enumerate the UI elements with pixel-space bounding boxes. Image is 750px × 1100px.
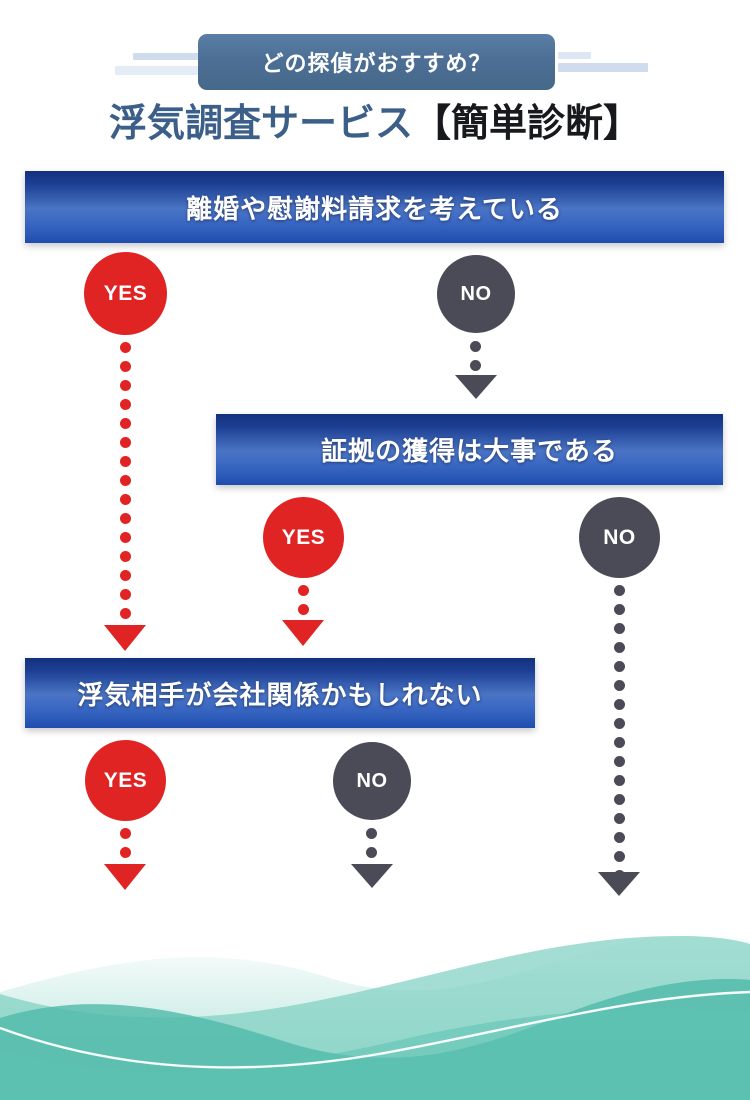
header-badge-label: どの探偵がおすすめ？ (261, 52, 492, 77)
answer-node-yes-2[interactable]: YES (263, 497, 344, 578)
wave-svg (0, 933, 750, 1100)
connector-dot (120, 437, 131, 448)
arrowhead-yes-3 (104, 864, 146, 890)
question-box-1[interactable]: 離婚や慰謝料請求を考えている (25, 171, 724, 243)
connector-dot (120, 608, 131, 619)
connector-dot (614, 661, 625, 672)
connector-dot (120, 532, 131, 543)
connector-dot (614, 585, 625, 596)
connector-dot (120, 513, 131, 524)
answer-node-no-3[interactable]: NO (333, 742, 411, 820)
connector-dot (470, 341, 481, 352)
answer-node-yes-1-label: YES (103, 281, 148, 305)
connector-dot (120, 361, 131, 372)
answer-node-yes-3[interactable]: YES (85, 740, 166, 821)
connector-dot (614, 851, 625, 862)
connector-dot (614, 623, 625, 634)
connector-dot (120, 380, 131, 391)
page-title-primary: 浮気調査サービス (108, 100, 413, 145)
page-title-secondary: 【簡単診断】 (413, 100, 642, 145)
page-title: 浮気調査サービス【簡単診断】 (0, 92, 750, 147)
answer-node-no-2-label: NO (603, 525, 636, 549)
arrowhead-yes-2 (282, 620, 324, 646)
connector-dot (614, 756, 625, 767)
connector-dot (120, 475, 131, 486)
connector-dot (614, 794, 625, 805)
connector-no-2 (614, 585, 625, 889)
answer-node-no-2[interactable]: NO (579, 497, 660, 578)
connector-dot (470, 360, 481, 371)
connector-dot (120, 589, 131, 600)
arrowhead-no-3 (351, 864, 393, 888)
connector-dot (120, 847, 131, 858)
connector-dot (614, 680, 625, 691)
answer-node-yes-1[interactable]: YES (84, 252, 167, 335)
decorative-line-right-bottom (558, 63, 648, 72)
connector-dot (366, 847, 377, 858)
connector-yes-1 (120, 342, 131, 627)
question-box-3-label: 浮気相手が会社関係かもしれない (77, 680, 483, 711)
arrowhead-no-1 (455, 375, 497, 399)
connector-dot (120, 342, 131, 353)
decorative-line-left-bottom (115, 66, 233, 75)
connector-dot (120, 828, 131, 839)
connector-dot (614, 832, 625, 843)
connector-dot (120, 399, 131, 410)
connector-dot (614, 604, 625, 615)
answer-node-yes-2-label: YES (281, 525, 326, 549)
wave-highlight-line (0, 990, 750, 1069)
connector-dot (120, 551, 131, 562)
connector-dot (614, 718, 625, 729)
connector-dot (614, 813, 625, 824)
answer-node-no-3-label: NO (356, 769, 388, 792)
decorative-line-left-top (133, 53, 229, 60)
footer-wave-graphic (0, 900, 750, 1100)
question-box-2-label: 証拠の獲得は大事である (321, 437, 618, 467)
header: どの探偵がおすすめ？ 浮気調査サービス【簡単診断】 (0, 0, 750, 150)
connector-dot (298, 585, 309, 596)
connector-dot (614, 699, 625, 710)
answer-node-no-1-label: NO (460, 282, 492, 305)
connector-dot (366, 828, 377, 839)
answer-node-yes-3-label: YES (103, 768, 148, 792)
connector-dot (120, 494, 131, 505)
header-badge: どの探偵がおすすめ？ (198, 34, 555, 90)
answer-node-no-1[interactable]: NO (437, 255, 515, 333)
connector-dot (614, 737, 625, 748)
question-box-2[interactable]: 証拠の獲得は大事である (216, 414, 723, 485)
question-box-1-label: 離婚や慰謝料請求を考えている (186, 194, 563, 225)
arrowhead-no-2 (598, 872, 640, 896)
connector-dot (120, 570, 131, 581)
arrowhead-yes-1 (104, 625, 146, 651)
connector-dot (614, 775, 625, 786)
connector-dot (120, 418, 131, 429)
question-box-3[interactable]: 浮気相手が会社関係かもしれない (25, 658, 535, 728)
decorative-line-right-top (558, 52, 591, 59)
connector-dot (298, 604, 309, 615)
connector-dot (614, 642, 625, 653)
connector-dot (120, 456, 131, 467)
